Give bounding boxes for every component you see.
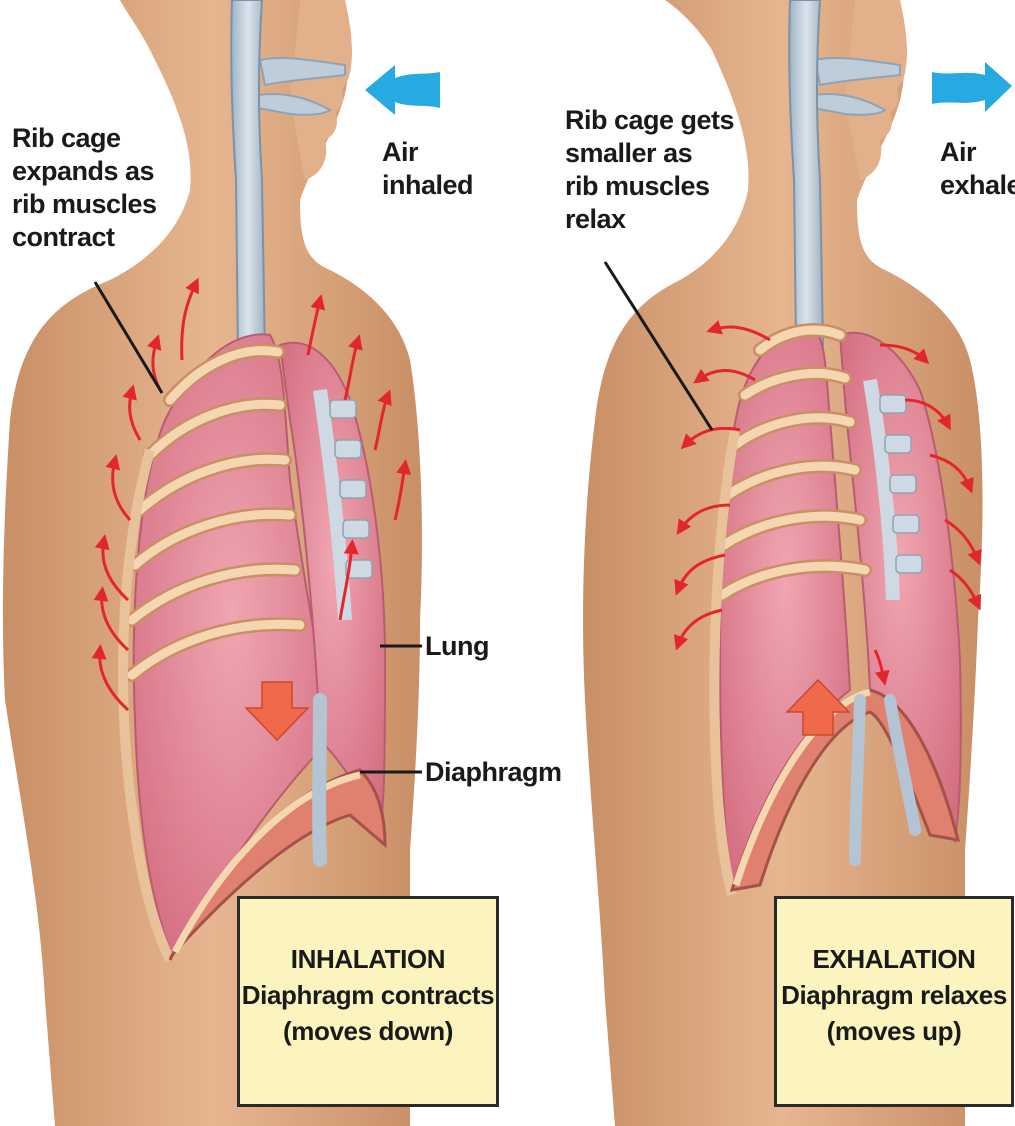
air-inhaled-arrow <box>365 65 440 115</box>
inhalation-desc-line2: (moves down) <box>240 1013 496 1049</box>
exhalation-desc-line1: Diaphragm relaxes <box>777 977 1011 1013</box>
air-inhaled-label: Air inhaled <box>382 136 473 202</box>
air-exhaled-label: Air exhaled <box>940 136 1015 202</box>
inhalation-title: INHALATION <box>240 941 496 977</box>
exhalation-caption-box: EXHALATION Diaphragm relaxes (moves up) <box>774 896 1014 1107</box>
bronchus <box>319 700 320 860</box>
rib-expands-label: Rib cage expands as rib muscles contract <box>12 122 157 254</box>
air-exhaled-arrow <box>932 62 1012 112</box>
rib-smaller-label: Rib cage gets smaller as rib muscles rel… <box>565 104 734 236</box>
lung-label: Lung <box>425 630 489 663</box>
diaphragm-label: Diaphragm <box>425 756 562 789</box>
exhalation-title: EXHALATION <box>777 941 1011 977</box>
inhalation-caption-box: INHALATION Diaphragm contracts (moves do… <box>237 896 499 1107</box>
inhalation-desc-line1: Diaphragm contracts <box>240 977 496 1013</box>
exhalation-desc-line2: (moves up) <box>777 1013 1011 1049</box>
